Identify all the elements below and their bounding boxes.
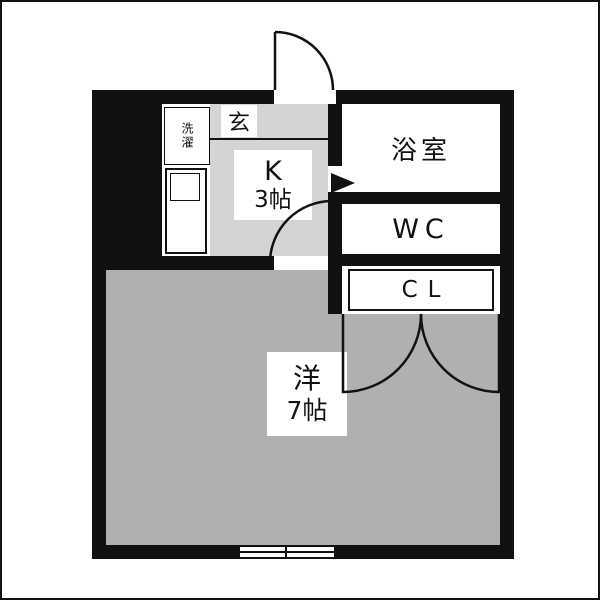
room-label-box: 洋 7帖	[267, 352, 347, 436]
wall-kitchen-room	[106, 256, 274, 270]
closet-label: CL	[401, 277, 451, 303]
room-name: 洋	[292, 362, 321, 396]
bathroom-doorway	[328, 166, 342, 192]
entrance-door-arc	[274, 30, 335, 91]
wall-kitchen-closet	[328, 192, 342, 314]
toilet-label: WC	[392, 213, 450, 245]
window-line	[240, 551, 334, 553]
bathroom: 浴室	[342, 104, 500, 192]
kitchen-label-box: K 3帖	[234, 150, 312, 220]
wall-bath-wc	[342, 192, 500, 204]
kitchen-name: K	[264, 156, 282, 188]
entrance-label-box: 玄	[221, 105, 257, 137]
laundry-label-box: 洗濯	[164, 107, 210, 165]
room-size: 7帖	[286, 395, 328, 425]
bathroom-label: 浴室	[390, 135, 451, 166]
closet-label-box: CL	[348, 269, 494, 311]
thick-wall-left	[106, 104, 162, 256]
toilet-room: WC	[342, 204, 500, 254]
kitchen-size: 3帖	[254, 187, 292, 214]
washing-machine-drum	[170, 173, 200, 201]
laundry-label: 洗濯	[180, 122, 194, 150]
entrance-label: 玄	[227, 111, 250, 136]
wall-wc-closet	[342, 254, 500, 266]
entrance-doorway	[274, 90, 336, 104]
wall-kitchen-bath	[328, 104, 342, 166]
genkan-step-line	[210, 138, 328, 140]
kitchen-doorway	[274, 256, 328, 270]
window-tick	[285, 547, 287, 557]
